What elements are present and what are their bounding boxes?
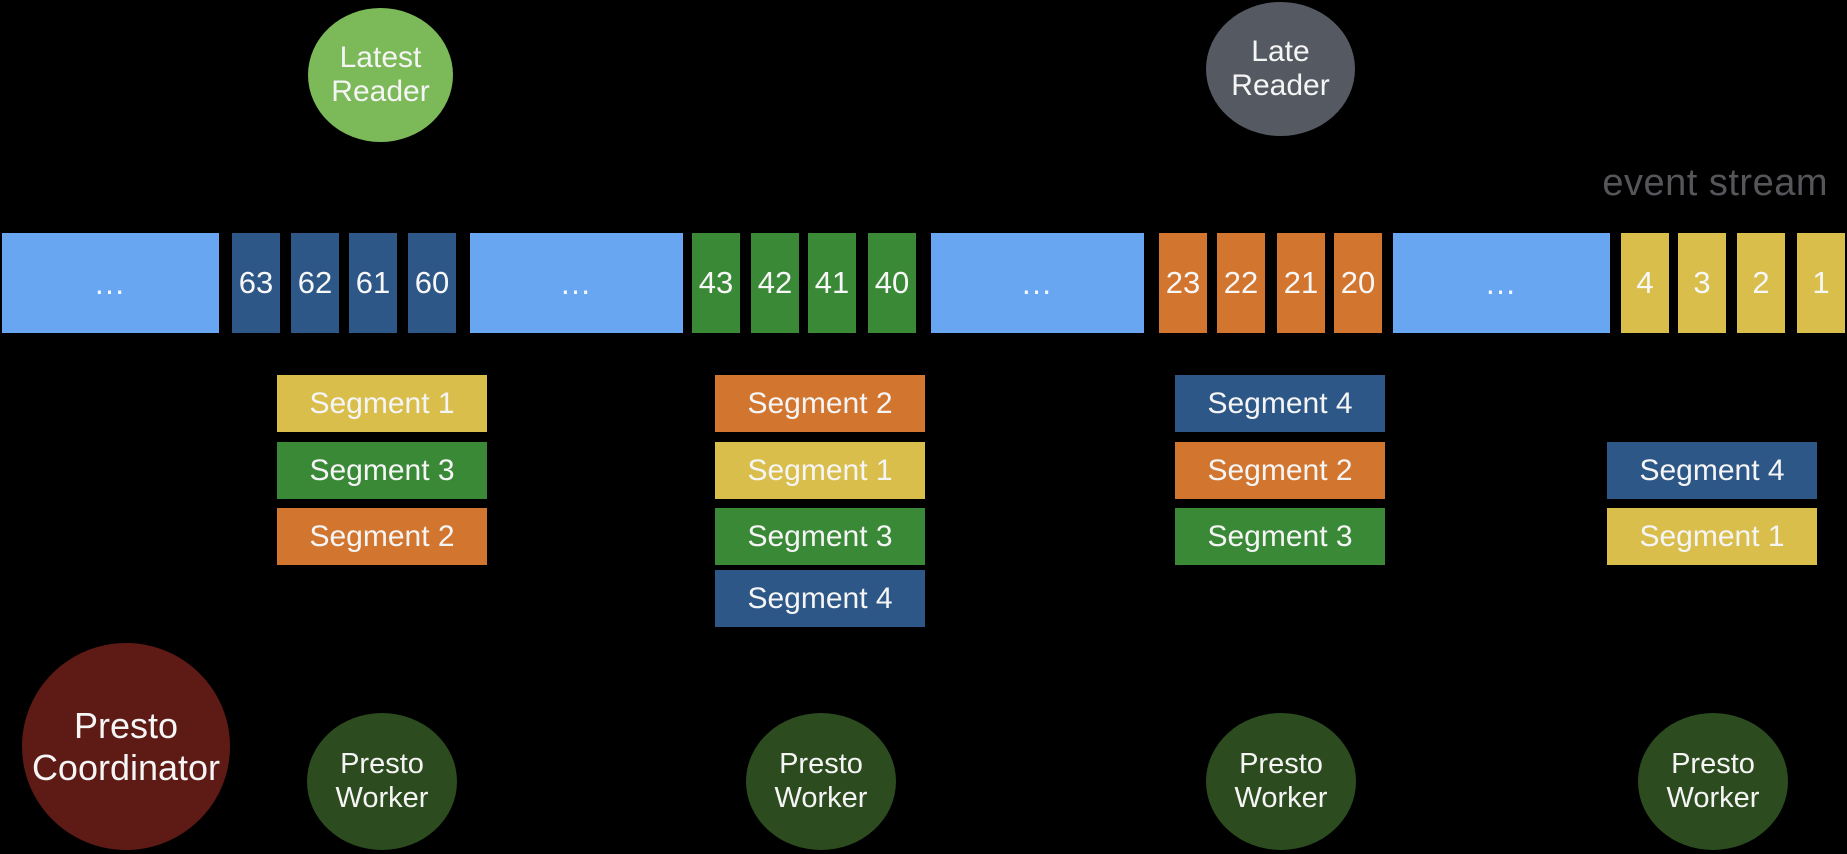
event-box-63: 63 — [232, 233, 280, 333]
presto-worker-node-3: Presto Worker — [1206, 713, 1356, 850]
event-number: 63 — [238, 265, 274, 300]
event-number: 61 — [355, 265, 391, 300]
stream-ellipsis-box: … — [470, 233, 683, 333]
event-box-4: 4 — [1621, 233, 1669, 333]
segment-label: Segment 3 — [1207, 519, 1353, 553]
event-number: 43 — [698, 265, 734, 300]
segment-box-col2: Segment 2 — [715, 375, 925, 432]
segment-box-col2: Segment 1 — [715, 442, 925, 499]
presto-worker-label: Presto Worker — [774, 748, 868, 814]
event-box-62: 62 — [291, 233, 339, 333]
segment-box-col4: Segment 1 — [1607, 508, 1817, 565]
segment-box-col3: Segment 2 — [1175, 442, 1385, 499]
event-box-41: 41 — [808, 233, 856, 333]
segment-box-col1: Segment 1 — [277, 375, 487, 432]
event-box-23: 23 — [1159, 233, 1207, 333]
segment-label: Segment 2 — [1207, 453, 1353, 487]
event-box-43: 43 — [692, 233, 740, 333]
segment-label: Segment 2 — [747, 386, 893, 420]
segment-label: Segment 1 — [747, 453, 893, 487]
event-box-2: 2 — [1737, 233, 1785, 333]
stream-ellipsis-box: … — [1393, 233, 1610, 333]
stream-ellipsis-text: … — [93, 264, 128, 301]
event-box-22: 22 — [1217, 233, 1265, 333]
event-number: 22 — [1223, 265, 1259, 300]
stream-ellipsis-box: … — [931, 233, 1144, 333]
latest-reader-label: Latest Reader — [331, 40, 430, 109]
event-number: 60 — [414, 265, 450, 300]
presto-worker-label: Presto Worker — [1666, 748, 1760, 814]
segment-box-col1: Segment 2 — [277, 508, 487, 565]
segment-label: Segment 4 — [1639, 453, 1785, 487]
segment-label: Segment 1 — [1639, 519, 1785, 553]
presto-worker-node-1: Presto Worker — [307, 713, 457, 850]
stream-ellipsis-box: … — [2, 233, 219, 333]
segment-box-col2: Segment 3 — [715, 508, 925, 565]
latest-reader-node: Latest Reader — [308, 8, 453, 142]
event-number: 20 — [1340, 265, 1376, 300]
event-box-20: 20 — [1334, 233, 1382, 333]
event-number: 41 — [814, 265, 850, 300]
event-box-40: 40 — [868, 233, 916, 333]
presto-coordinator-label: Presto Coordinator — [31, 705, 221, 788]
event-box-21: 21 — [1277, 233, 1325, 333]
event-number: 23 — [1165, 265, 1201, 300]
event-number: 4 — [1636, 265, 1654, 300]
presto-coordinator-node: Presto Coordinator — [22, 643, 230, 850]
presto-worker-node-2: Presto Worker — [746, 713, 896, 850]
event-number: 3 — [1693, 265, 1711, 300]
event-box-61: 61 — [349, 233, 397, 333]
segment-box-col3: Segment 4 — [1175, 375, 1385, 432]
event-stream-caption: event stream — [1602, 162, 1828, 204]
event-number: 42 — [757, 265, 793, 300]
event-box-3: 3 — [1678, 233, 1726, 333]
stream-ellipsis-text: … — [559, 264, 594, 301]
presto-worker-label: Presto Worker — [1234, 748, 1328, 814]
segment-box-col1: Segment 3 — [277, 442, 487, 499]
presto-worker-node-4: Presto Worker — [1638, 713, 1788, 850]
segment-box-col3: Segment 3 — [1175, 508, 1385, 565]
segment-box-col4: Segment 4 — [1607, 442, 1817, 499]
event-number: 2 — [1752, 265, 1770, 300]
event-box-60: 60 — [408, 233, 456, 333]
segment-label: Segment 4 — [747, 581, 893, 615]
event-number: 1 — [1812, 265, 1830, 300]
segment-label: Segment 2 — [309, 519, 455, 553]
event-number: 40 — [874, 265, 910, 300]
event-box-42: 42 — [751, 233, 799, 333]
stream-ellipsis-text: … — [1020, 264, 1055, 301]
late-reader-label: Late Reader — [1231, 34, 1330, 103]
segment-box-col2: Segment 4 — [715, 570, 925, 627]
event-box-1: 1 — [1797, 233, 1845, 333]
presto-worker-label: Presto Worker — [335, 748, 429, 814]
late-reader-node: Late Reader — [1206, 2, 1355, 136]
segment-label: Segment 1 — [309, 386, 455, 420]
segment-label: Segment 3 — [747, 519, 893, 553]
segment-label: Segment 4 — [1207, 386, 1353, 420]
stream-ellipsis-text: … — [1484, 264, 1519, 301]
segment-label: Segment 3 — [309, 453, 455, 487]
event-number: 21 — [1283, 265, 1319, 300]
event-number: 62 — [297, 265, 333, 300]
